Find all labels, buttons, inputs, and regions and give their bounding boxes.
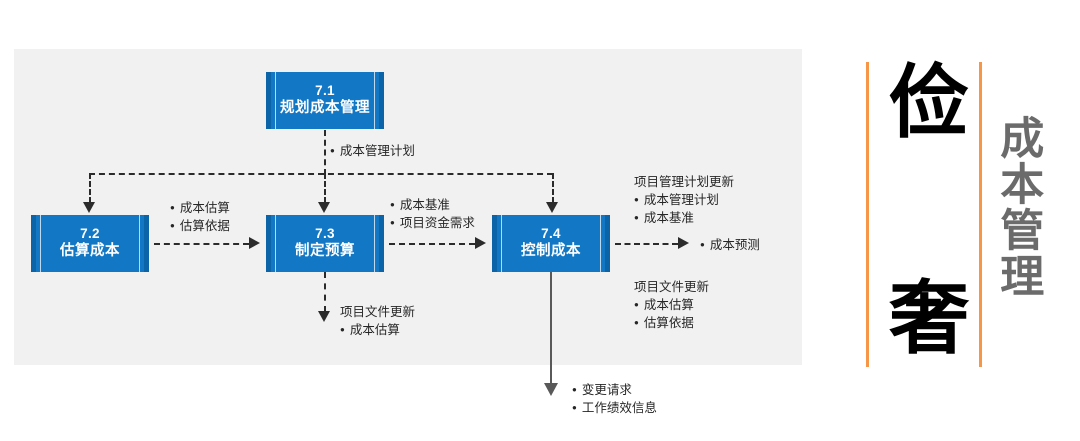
note-item: 成本估算 (170, 199, 230, 217)
note-item: 项目资金需求 (390, 214, 475, 232)
note-project-management-plan-updates: 项目管理计划更新 成本管理计划 成本基准 (634, 173, 734, 227)
process-number-7-1: 7.1 (315, 82, 335, 98)
accent-rule-left (866, 62, 869, 367)
arrowhead-down-74 (546, 202, 558, 213)
connector-bus-down-73 (324, 173, 326, 203)
accent-rules (866, 62, 982, 367)
accent-rule-right (979, 62, 982, 367)
note-item: 变更请求 (572, 381, 657, 399)
connector-73-down-docs (324, 272, 326, 312)
process-number-7-4: 7.4 (541, 225, 561, 241)
note-header: 项目文件更新 (340, 305, 416, 319)
headline-char-jian: 俭 (889, 56, 969, 149)
note-change-requests: 变更请求 工作绩效信息 (572, 381, 657, 417)
note-cost-estimates-output: 成本估算 估算依据 (170, 199, 230, 235)
process-title-7-4: 控制成本 (521, 243, 581, 260)
note-item: 工作绩效信息 (572, 399, 657, 417)
note-item: 成本预测 (700, 236, 760, 254)
process-title-7-3: 制定预算 (295, 243, 355, 260)
connector-bus-down-74 (552, 173, 554, 203)
note-header: 项目文件更新 (634, 280, 710, 294)
note-item: 成本基准 (390, 196, 475, 214)
arrowhead-down-docs-73 (318, 311, 330, 322)
headline-char-she: 奢 (889, 272, 969, 365)
note-project-document-updates-bottom: 项目文件更新 成本估算 (340, 303, 415, 339)
note-forecast: 成本预测 (700, 236, 760, 254)
note-header: 项目管理计划更新 (634, 175, 735, 189)
note-item: 估算依据 (170, 217, 230, 235)
process-box-7-3[interactable]: 7.3 制定预算 (266, 215, 384, 272)
process-number-7-2: 7.2 (80, 225, 100, 241)
process-box-7-2[interactable]: 7.2 估算成本 (31, 215, 149, 272)
note-budget-output: 成本基准 项目资金需求 (390, 196, 475, 232)
arrowhead-right-74 (475, 237, 486, 249)
connector-74-to-forecast (615, 243, 678, 245)
process-number-7-3: 7.3 (315, 225, 335, 241)
note-item: 成本管理计划 (634, 191, 734, 209)
arrowhead-down-changes (544, 383, 558, 396)
note-item: 成本估算 (340, 321, 415, 339)
connector-horizontal-bus (89, 173, 553, 175)
connector-bus-down-72 (89, 173, 91, 203)
note-cost-management-plan: 成本管理计划 (330, 142, 415, 160)
arrowhead-right-forecast (678, 237, 689, 249)
process-title-7-1: 规划成本管理 (280, 100, 370, 117)
note-item: 成本基准 (634, 209, 734, 227)
connector-74-down-changes (550, 272, 552, 385)
process-box-7-4[interactable]: 7.4 控制成本 (492, 215, 610, 272)
vertical-section-title: 成本管理 (992, 115, 1044, 299)
note-item: 估算依据 (634, 314, 709, 332)
arrowhead-down-72 (83, 202, 95, 213)
arrowhead-down-73 (318, 202, 330, 213)
note-item: 成本管理计划 (330, 142, 415, 160)
connector-73-to-74 (389, 243, 475, 245)
process-box-7-1[interactable]: 7.1 规划成本管理 (266, 72, 384, 129)
note-item: 成本估算 (634, 296, 709, 314)
connector-71-down-to-bus (324, 130, 326, 175)
connector-72-to-73 (154, 243, 249, 245)
process-title-7-2: 估算成本 (60, 243, 120, 260)
arrowhead-right-73 (249, 237, 260, 249)
note-project-document-updates-right: 项目文件更新 成本估算 估算依据 (634, 278, 709, 332)
